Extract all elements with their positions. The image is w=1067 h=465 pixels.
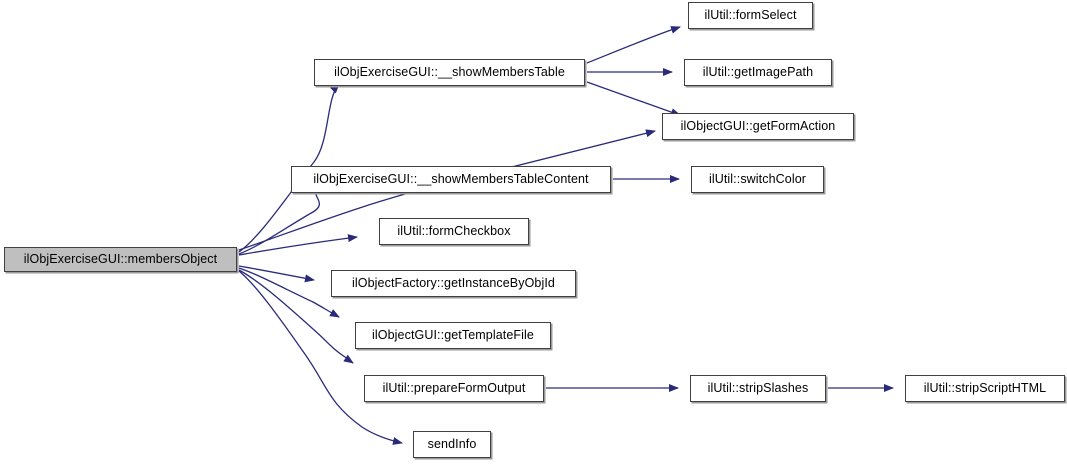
- graph-node-label: ilObjExerciseGUI::__showMembersTableCont…: [313, 172, 589, 187]
- graph-node-membersObject[interactable]: ilObjExerciseGUI::membersObject: [4, 247, 237, 272]
- graph-node-getTemplateFile[interactable]: ilObjectGUI::getTemplateFile: [355, 322, 551, 349]
- graph-node-getInstanceByObjId[interactable]: ilObjectFactory::getInstanceByObjId: [331, 270, 576, 297]
- graph-node-label: ilObjExerciseGUI::__showMembersTable: [334, 65, 565, 80]
- graph-node-label: ilUtil::formSelect: [704, 8, 797, 23]
- graph-edge-membersObject-to-formCheckbox: [238, 234, 358, 256]
- graph-node-formCheckbox[interactable]: ilUtil::formCheckbox: [379, 218, 529, 245]
- graph-node-getImagePath[interactable]: ilUtil::getImagePath: [684, 59, 832, 86]
- graph-node-label: ilUtil::getImagePath: [702, 65, 814, 80]
- graph-node-showMembersTable[interactable]: ilObjExerciseGUI::__showMembersTable: [314, 59, 585, 86]
- graph-node-stripSlashes[interactable]: ilUtil::stripSlashes: [690, 375, 826, 402]
- graph-node-label: ilObjectFactory::getInstanceByObjId: [352, 276, 555, 291]
- graph-node-showMembersTableContent[interactable]: ilObjExerciseGUI::__showMembersTableCont…: [291, 166, 611, 193]
- graph-node-label: ilObjectGUI::getTemplateFile: [372, 328, 534, 343]
- graph-node-label: ilObjExerciseGUI::membersObject: [23, 252, 218, 267]
- graph-node-label: ilUtil::stripScriptHTML: [923, 381, 1047, 396]
- graph-node-label: ilUtil::switchColor: [708, 172, 807, 187]
- graph-edge-membersObject-to-getTemplateFile: [238, 267, 340, 318]
- graph-node-prepareFormOutput[interactable]: ilUtil::prepareFormOutput: [364, 375, 544, 402]
- graph-node-switchColor[interactable]: ilUtil::switchColor: [691, 166, 824, 193]
- graph-node-getFormAction[interactable]: ilObjectGUI::getFormAction: [662, 113, 854, 140]
- graph-edge-showMembersTable-to-formSelect: [586, 26, 681, 64]
- graph-edge-membersObject-to-showMembersTableContent: [238, 185, 321, 255]
- graph-node-label: ilUtil::prepareFormOutput: [382, 381, 526, 396]
- graph-node-sendInfo[interactable]: sendInfo: [413, 431, 491, 458]
- graph-edge-showMembersTable-to-getFormAction: [586, 81, 681, 116]
- graph-edge-membersObject-to-getInstanceByObjId: [238, 265, 315, 283]
- graph-node-label: sendInfo: [427, 437, 477, 452]
- graph-node-formSelect[interactable]: ilUtil::formSelect: [688, 2, 813, 29]
- graph-node-label: ilUtil::stripSlashes: [707, 381, 809, 396]
- graph-node-label: ilObjectGUI::getFormAction: [680, 119, 836, 134]
- graph-node-label: ilUtil::formCheckbox: [397, 224, 511, 239]
- graph-node-stripScriptHTML[interactable]: ilUtil::stripScriptHTML: [905, 375, 1065, 402]
